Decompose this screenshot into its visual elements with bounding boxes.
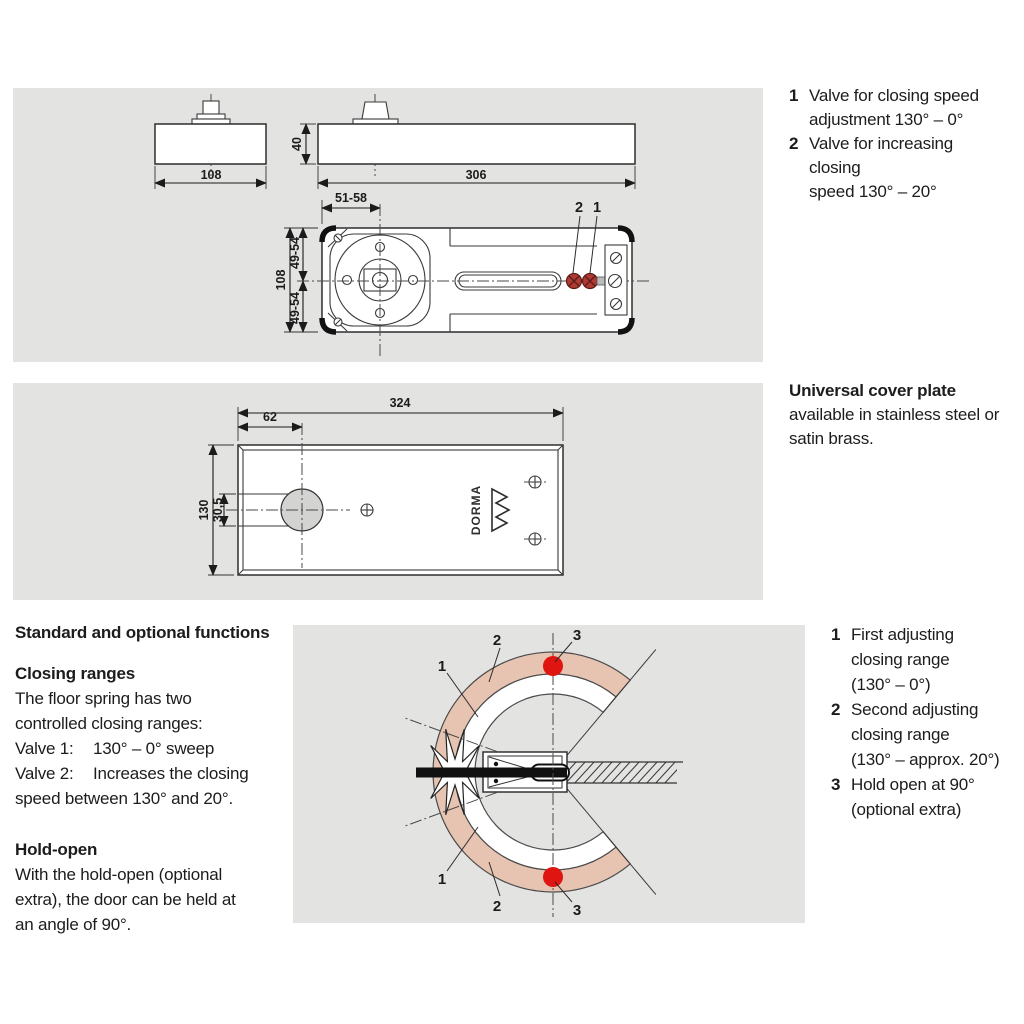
dim-49-54-lower: 49-54: [288, 292, 302, 324]
diagram-label-2-bottom: 2: [493, 898, 501, 915]
functions-text: Standard and optional functions Closing …: [15, 620, 287, 937]
legend-line: (130° – 0°): [851, 675, 931, 694]
cover-plate-drawing: DORMA 324 62 130 30,5: [197, 396, 564, 576]
legend-line: (optional extra): [851, 800, 962, 819]
dim-130: 130: [197, 500, 211, 521]
dim-324: 324: [390, 396, 411, 410]
top-drawings: 108 40 306: [154, 94, 649, 358]
hold-open-line: With the hold-open (optional: [15, 865, 223, 884]
wall-hatch: [567, 761, 683, 784]
valve-2-row: Valve 2: Increases the closing: [15, 761, 287, 786]
valve-legend-item-2: 2 Valve for increasing closing speed 130…: [789, 132, 1004, 204]
valve-legend: 1 Valve for closing speed adjustment 130…: [789, 84, 1004, 204]
dorma-logo-text: DORMA: [469, 485, 483, 535]
door-open-line-bottom: [565, 786, 657, 895]
dim-306: 306: [466, 168, 487, 182]
dim-51-58: 51-58: [335, 191, 367, 205]
valve-2-red: [565, 272, 583, 290]
valve-2-label: Valve 2:: [15, 764, 74, 783]
dim-108-plan: 108: [274, 270, 288, 291]
legend-line: adjustment 130° – 0°: [809, 110, 964, 129]
dim-62: 62: [263, 410, 277, 424]
legend-line: speed 130° – 20°: [809, 182, 937, 201]
functions-title: Standard and optional functions: [15, 623, 270, 642]
hold-open-heading: Hold-open: [15, 840, 98, 859]
legend-line: (130° – approx. 20°): [851, 750, 1000, 769]
dim-49-54-upper: 49-54: [288, 237, 302, 269]
valve-1-label: Valve 1:: [15, 739, 74, 758]
legend-number: 1: [789, 86, 799, 105]
diagram-legend-item-2: 2 Second adjusting closing range (130° –…: [831, 697, 1021, 772]
legend-line: Hold open at 90°: [851, 775, 975, 794]
diagram-label-2-top: 2: [493, 632, 501, 649]
diagram-legend-item-3: 3 Hold open at 90° (optional extra): [831, 772, 1021, 822]
diagram-label-3-bottom: 3: [573, 902, 581, 919]
cover-plate: DORMA 324 62 130 30,5: [197, 396, 564, 576]
legend-number: 2: [789, 134, 799, 153]
diagram-label-1-bottom: 1: [438, 871, 446, 888]
cover-plate-note: Universal cover plate available in stain…: [789, 379, 1009, 451]
dim-40: 40: [290, 137, 304, 151]
hold-open-line: extra), the door can be held at: [15, 890, 236, 909]
cover-plate-note-line: satin brass.: [789, 429, 874, 448]
hold-open-line: an angle of 90°.: [15, 915, 132, 934]
hold-open-dot-bottom: [543, 867, 563, 887]
legend-line: First adjusting: [851, 625, 954, 644]
door-leaf: [416, 767, 567, 778]
diagram-label-1-top: 1: [438, 658, 446, 675]
side-view-long: 40 306: [290, 94, 636, 189]
plan-label-2: 2: [575, 200, 583, 216]
valve-2-continuation: speed between 130° and 20°.: [15, 789, 234, 808]
diagram-legend: 1 First adjusting closing range (130° – …: [831, 622, 1021, 822]
dorma-logo: DORMA: [469, 485, 511, 535]
legend-line: Second adjusting: [851, 700, 979, 719]
diagram-label-3-top: 3: [573, 627, 581, 644]
closing-line: controlled closing ranges:: [15, 714, 203, 733]
closing-line: The floor spring has two: [15, 689, 192, 708]
first-closing-range-band: [454, 673, 617, 871]
closing-ranges-heading: Closing ranges: [15, 664, 136, 683]
legend-number: 2: [831, 700, 841, 719]
dim-108-small: 108: [201, 168, 222, 182]
plan-view: 51-58 108 49-54 49-54 2 1: [274, 191, 649, 358]
plan-label-1: 1: [593, 200, 601, 216]
valve-legend-item-1: 1 Valve for closing speed adjustment 130…: [789, 84, 1004, 132]
legend-line: closing range: [851, 650, 950, 669]
valve-1-row: Valve 1: 130° – 0° sweep: [15, 736, 287, 761]
cover-plate-note-title: Universal cover plate: [789, 381, 956, 400]
valve-1-text: 130° – 0° sweep: [93, 739, 215, 758]
cover-plate-note-line: available in stainless steel or: [789, 405, 1000, 424]
legend-line: closing range: [851, 725, 950, 744]
legend-line: Valve for increasing closing: [809, 134, 954, 177]
legend-number: 1: [831, 625, 841, 644]
valve-2-text: Increases the closing: [93, 764, 249, 783]
legend-number: 3: [831, 775, 841, 794]
diagram-legend-item-1: 1 First adjusting closing range (130° – …: [831, 622, 1021, 697]
door-open-line-top: [565, 649, 657, 758]
side-view-small: 108: [154, 94, 267, 189]
hold-open-dot-top: [543, 656, 563, 676]
valve-1-red: [581, 272, 599, 290]
dim-30-5: 30,5: [211, 498, 225, 522]
function-diagram: 1 2 3 1 2 3: [404, 627, 683, 919]
legend-line: Valve for closing speed: [809, 86, 979, 105]
